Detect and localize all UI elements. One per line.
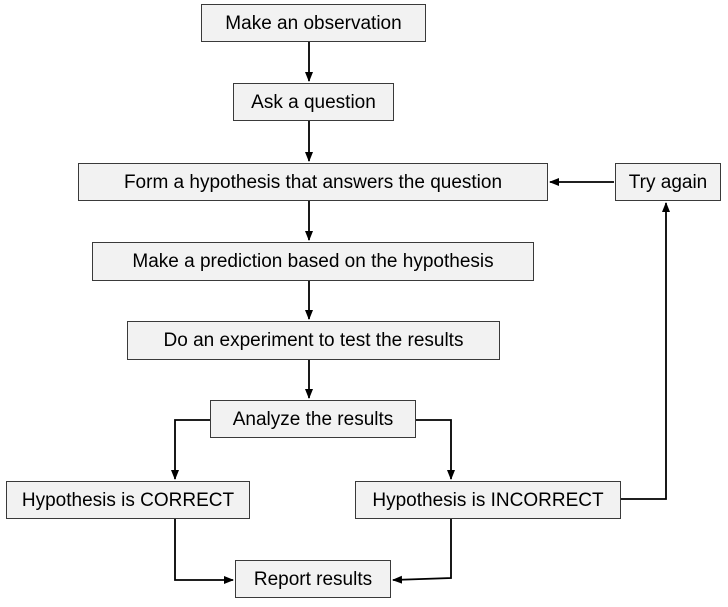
arrow-incorrect-to-report	[392, 519, 452, 584]
node-hypothesis-incorrect: Hypothesis is INCORRECT	[355, 481, 621, 519]
arrow-analyze-to-correct	[171, 419, 210, 480]
node-report-results: Report results	[235, 560, 391, 598]
node-hypothesis-correct: Hypothesis is CORRECT	[6, 481, 250, 519]
arrow-incorrect-to-try-again	[621, 202, 670, 500]
arrow-analyze-to-incorrect	[416, 419, 455, 480]
arrow-correct-to-report	[174, 519, 234, 584]
node-try-again: Try again	[615, 163, 721, 201]
node-analyze-results: Analyze the results	[210, 400, 416, 438]
node-form-hypothesis: Form a hypothesis that answers the quest…	[78, 163, 548, 201]
node-make-prediction: Make a prediction based on the hypothesi…	[92, 242, 534, 281]
node-make-observation: Make an observation	[201, 4, 426, 42]
node-do-experiment: Do an experiment to test the results	[127, 321, 500, 360]
node-ask-question: Ask a question	[233, 83, 394, 121]
